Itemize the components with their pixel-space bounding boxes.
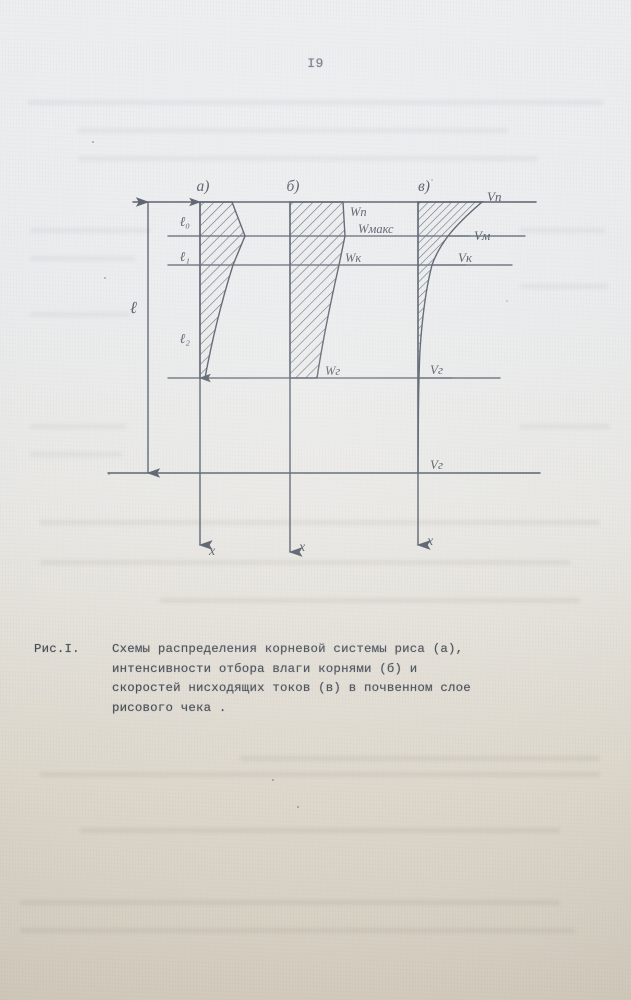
- bleed-through-line: [30, 256, 135, 261]
- curve-label-wg: Wг: [325, 364, 340, 378]
- figure-caption: Рис.I. Схемы распределения корневой сист…: [34, 640, 594, 718]
- curve-label-wmax: Wмакс: [358, 222, 394, 236]
- bleed-through-line: [78, 156, 538, 161]
- curve-label-wp: Wп: [350, 205, 367, 219]
- bleed-through-line: [240, 756, 600, 761]
- curve-label-vg-lower: Vг: [430, 457, 443, 472]
- bleed-through-line: [40, 560, 570, 565]
- figure-caption-tag: Рис.I.: [34, 642, 80, 656]
- bleed-through-line: [78, 128, 508, 133]
- figure-diagram: а) б) в) ℓ ℓ₀ ℓ₁ ℓ₂ Wп Wмакс Wк Wг Vп Vм…: [107, 178, 541, 559]
- depth-label-l0: ℓ₀: [180, 214, 191, 229]
- bleed-through-line: [160, 598, 580, 603]
- bleed-through-line: [30, 424, 126, 429]
- axis-label-x-a: x: [208, 544, 216, 559]
- bleed-through-line: [80, 828, 560, 833]
- panel-label-a: а): [197, 178, 210, 195]
- bleed-through-line: [520, 228, 605, 233]
- curve-label-vg-upper: Vг: [430, 362, 443, 377]
- bleed-through-line: [30, 312, 130, 317]
- panel-a-profile: [199, 201, 246, 379]
- bleed-through-line: [520, 424, 610, 429]
- bleed-through-line: [28, 100, 603, 105]
- axis-label-x-b: x: [298, 540, 306, 555]
- panel-label-b: б): [287, 178, 300, 195]
- panel-v-profile: [417, 201, 484, 474]
- bleed-through-line: [20, 900, 560, 905]
- figure-caption-line: рисового чека .: [112, 700, 227, 715]
- depth-label-total: ℓ: [130, 298, 137, 317]
- bleed-through-line: [40, 520, 600, 525]
- panel-b-profile: [289, 201, 346, 379]
- depth-label-l1: ℓ₁: [180, 249, 190, 264]
- curve-label-vk: Vк: [458, 250, 473, 265]
- panel-label-v: в): [418, 178, 430, 195]
- curve-label-vp: Vп: [487, 189, 501, 204]
- curve-label-wk: Wк: [345, 251, 361, 265]
- axis-label-x-v: x: [426, 534, 434, 549]
- curve-label-vm: Vм: [474, 228, 490, 243]
- bleed-through-line: [520, 284, 608, 289]
- figure-caption-line: Схемы распределения корневой системы рис…: [112, 642, 464, 656]
- depth-label-l2: ℓ₂: [180, 331, 191, 346]
- bleed-through-line: [20, 928, 575, 933]
- figure-caption-line: скоростей нисходящих токов (в) в почвенн…: [112, 681, 471, 695]
- bleed-through-line: [30, 452, 122, 457]
- bleed-through-line: [40, 772, 600, 777]
- bleed-through-line: [30, 228, 150, 233]
- page-number: I9: [307, 56, 324, 71]
- figure-caption-line: интенсивности отбора влаги корнями (б) и: [112, 661, 418, 676]
